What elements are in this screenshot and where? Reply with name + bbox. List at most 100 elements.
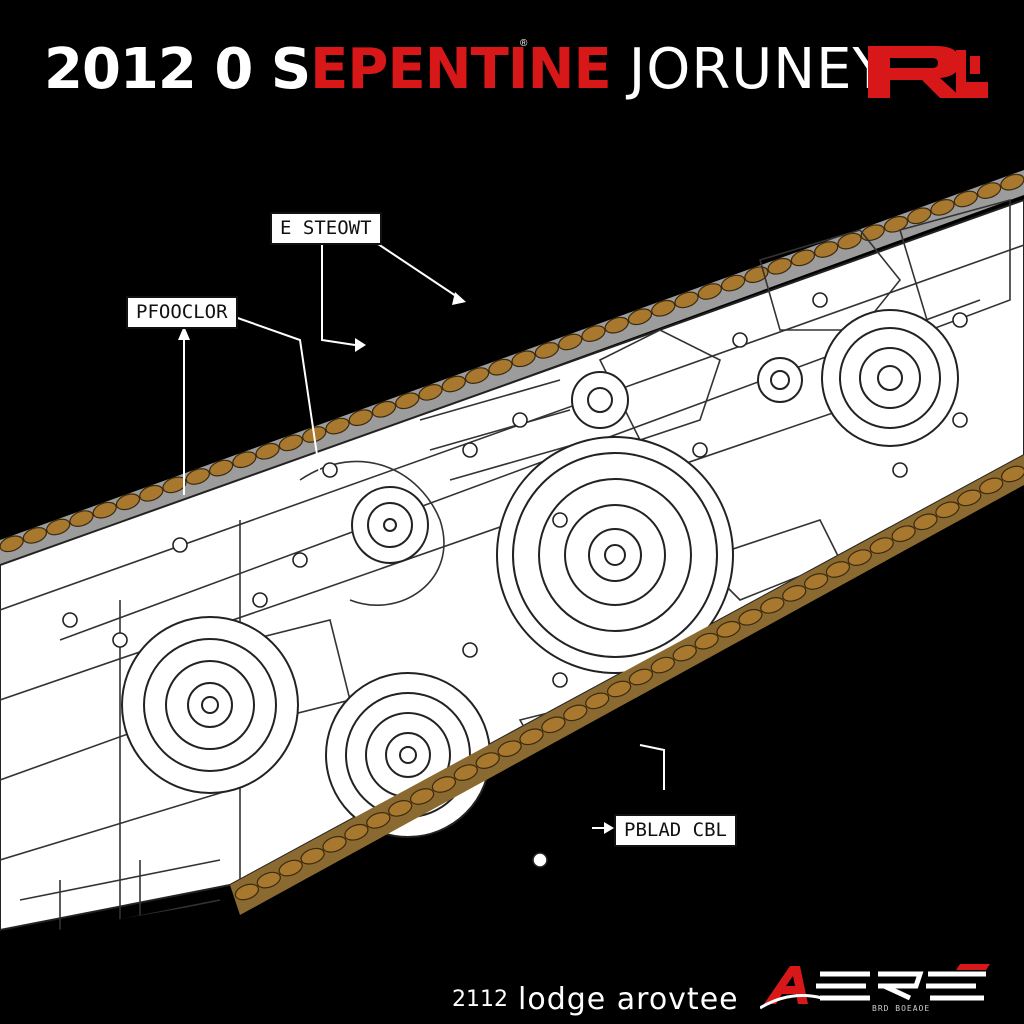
bolt <box>252 592 268 608</box>
title-part-1: 2012 0 S <box>44 37 311 102</box>
belt-tooth <box>300 847 325 865</box>
bolt <box>62 612 78 628</box>
bolt <box>892 462 908 478</box>
trademark-mark: ® <box>520 38 528 49</box>
crankshaft-pulley <box>496 436 734 674</box>
callout-pblad-cbl: PBLAD CBL <box>614 814 737 847</box>
belt-tooth <box>325 417 350 435</box>
title-part-3: JORUNEY <box>628 37 888 102</box>
alternator-pulley <box>121 616 299 794</box>
belt-tooth <box>441 375 466 393</box>
belt-tooth <box>790 249 816 267</box>
callout-leaders <box>183 239 665 829</box>
belt-tooth <box>563 704 588 722</box>
bolt <box>732 332 748 348</box>
belt-tooth <box>348 409 373 427</box>
belt-tooth <box>534 342 560 359</box>
water-pump-pulley <box>821 309 959 447</box>
callout-esteowt: E STEOWT <box>270 212 382 245</box>
belt-tooth <box>497 740 522 758</box>
belt-tooth <box>650 656 675 674</box>
belt-tooth <box>976 182 1002 199</box>
belt-tooth <box>957 489 982 507</box>
belt-tooth <box>453 764 478 781</box>
belt-tooth <box>162 476 187 494</box>
belt-tooth <box>651 299 676 317</box>
belt-tooth <box>488 358 513 376</box>
belt-tooth <box>344 823 369 841</box>
title-part-2: EPENTINE <box>310 37 612 102</box>
bolt <box>552 512 568 528</box>
belt-tooth <box>69 510 94 527</box>
belt-tooth <box>581 325 606 342</box>
belt-tooth <box>46 518 71 536</box>
belt-tooth <box>860 224 885 242</box>
belt-tooth <box>92 501 117 519</box>
callout-pfooclor: PFOOCLOR <box>126 296 238 329</box>
belt-tooth <box>953 190 978 208</box>
belt-tooth <box>519 728 544 746</box>
belt-tooth <box>674 291 699 309</box>
bolt <box>532 852 548 868</box>
belt-tooth <box>627 308 653 326</box>
belt-tooth <box>604 316 629 334</box>
bolt <box>172 537 188 553</box>
belt-tooth <box>814 241 839 258</box>
belt-tooth <box>1000 465 1024 483</box>
belt-tooth <box>208 459 234 477</box>
belt-tooth <box>395 392 420 410</box>
belt-tooth <box>694 632 719 650</box>
bolt <box>292 552 308 568</box>
belt-tooth <box>935 501 960 519</box>
bolt <box>322 462 338 478</box>
bolt <box>952 312 968 328</box>
belt-tooth <box>418 384 443 401</box>
bolt <box>462 442 478 458</box>
belt-tooth <box>913 513 938 531</box>
small-pulley <box>571 357 803 429</box>
belt-tooth <box>255 442 280 460</box>
tensioner-pulley <box>351 486 429 564</box>
belt-tooth <box>697 283 722 300</box>
belt-tooth <box>585 692 610 710</box>
bolt <box>552 672 568 688</box>
footer-caption: 2112 lodge arovtee <box>452 982 739 1017</box>
belt-tooth <box>782 585 807 602</box>
bolt <box>812 292 828 308</box>
belt-tooth <box>232 451 257 469</box>
bolt <box>692 442 708 458</box>
bolt <box>112 632 128 648</box>
belt-tooth <box>930 199 955 216</box>
footer-text: lodge arovtee <box>518 982 739 1017</box>
bolts <box>62 292 968 868</box>
belt-tooth <box>825 561 851 578</box>
belt-tooth <box>907 207 932 225</box>
belt-tooth <box>541 716 566 734</box>
belt-tooth <box>256 871 281 889</box>
belt-tooth <box>869 537 894 554</box>
belt-tooth <box>558 333 583 351</box>
belt-tooth <box>431 776 457 793</box>
upper-belt-teeth <box>0 173 1024 553</box>
lower-belt-teeth <box>234 465 1024 901</box>
footer-number: 2112 <box>452 987 508 1012</box>
bolt <box>952 412 968 428</box>
belt-tooth <box>388 800 413 817</box>
belt-tooth <box>891 525 916 543</box>
belt-tooth <box>672 644 697 662</box>
r-logo-icon <box>868 46 988 98</box>
belt-tooth <box>115 493 141 511</box>
belt-tooth <box>628 668 654 686</box>
callout-arrowheads <box>178 292 614 834</box>
belt-tooth <box>803 573 829 590</box>
belt-tooth <box>847 549 872 566</box>
belt-tooth <box>883 215 909 233</box>
belt-tooth <box>767 257 792 275</box>
belt-tooth <box>234 883 260 901</box>
belt-tooth <box>979 477 1004 495</box>
belt-tooth <box>0 535 24 553</box>
belt-tooth <box>744 266 769 284</box>
belt-tooth <box>185 468 210 485</box>
